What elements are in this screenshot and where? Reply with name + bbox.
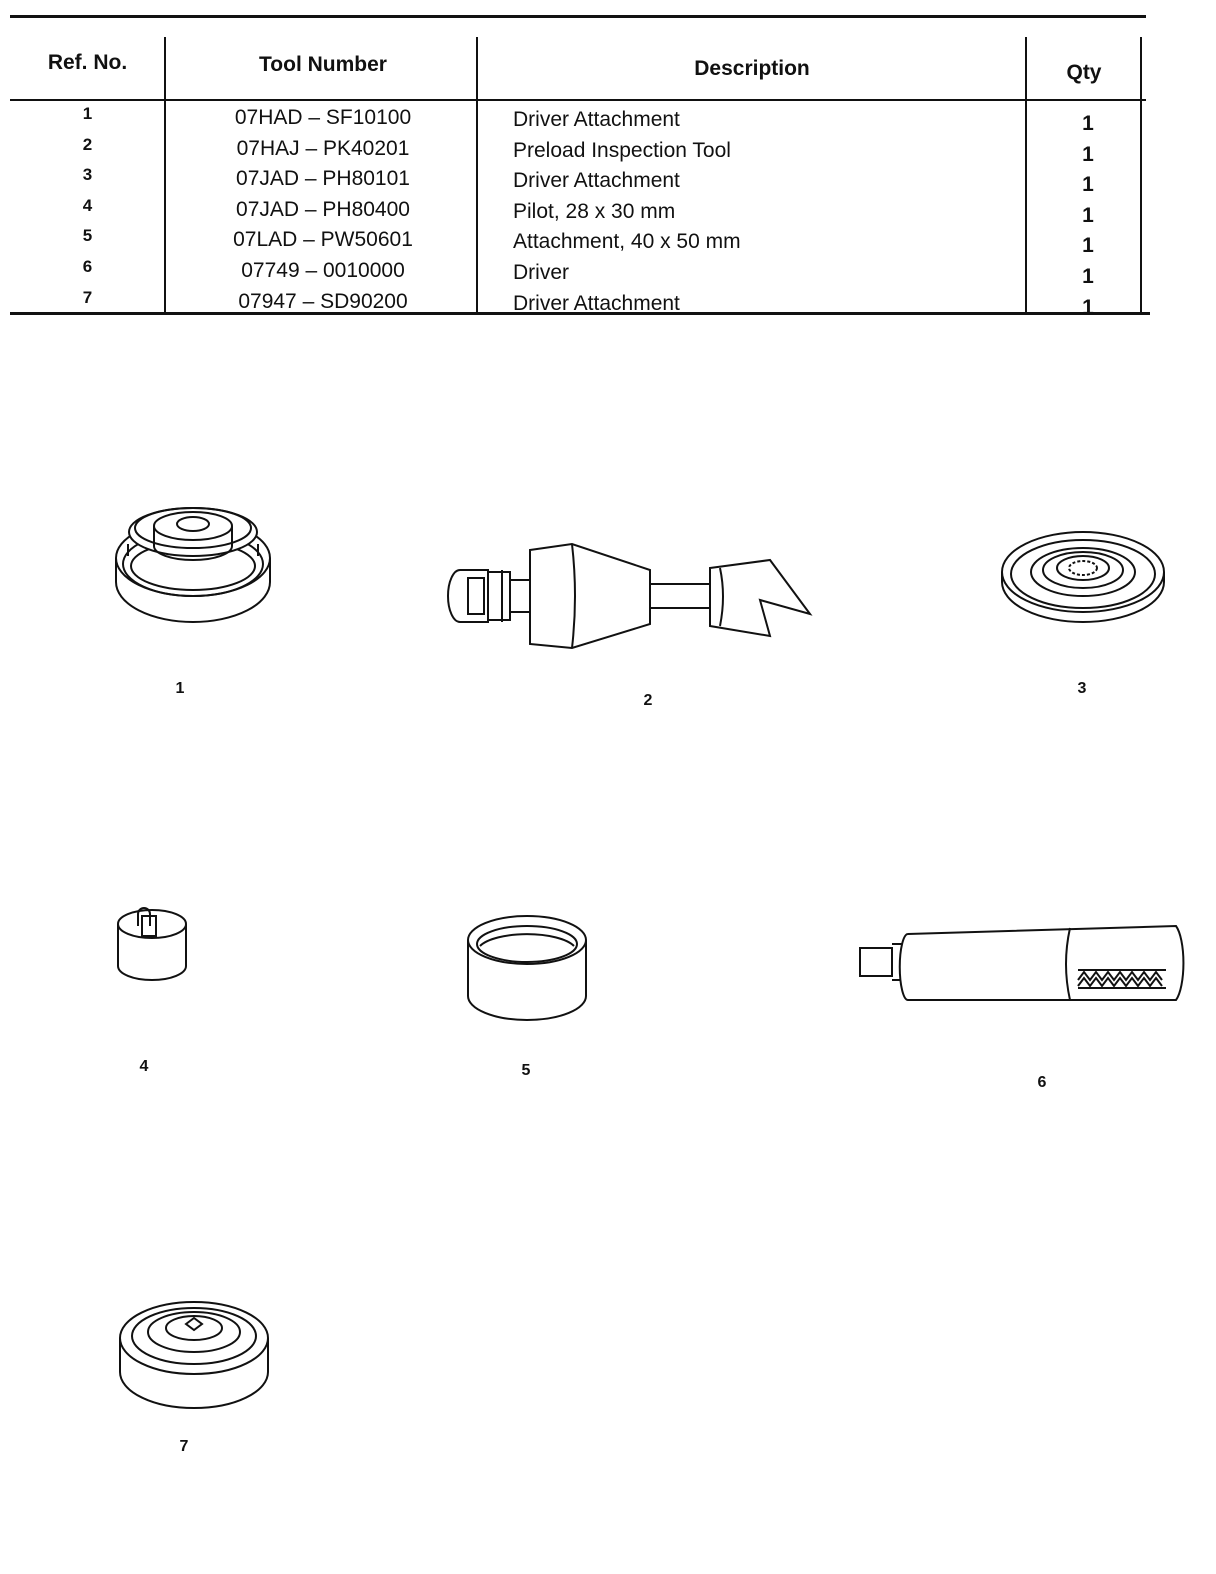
figure-6-driver-icon [856, 918, 1206, 1023]
qty-cell: 1 [1082, 112, 1094, 135]
table-bottom-rule [10, 312, 1150, 315]
description-cell: Attachment, 40 x 50 mm [513, 230, 741, 254]
figure-7-driver-attachment-icon [114, 1294, 274, 1419]
figure-label-6: 6 [1037, 1074, 1047, 1091]
figure-5-attachment-icon [462, 900, 592, 1030]
figure-2-preload-inspection-tool-icon [440, 540, 820, 660]
table-row: 1 07HAD – SF10100 Driver Attachment 1 [10, 103, 1146, 135]
table-header-rule [10, 99, 1146, 101]
header-tool-number: Tool Number [259, 53, 387, 76]
ref-cell: 6 [82, 257, 93, 276]
figure-label-7: 7 [179, 1438, 189, 1455]
figure-3-driver-attachment-icon [998, 520, 1168, 645]
table-row: 6 07749 – 0010000 Driver 1 [10, 256, 1146, 288]
table-row: 7 07947 – SD90200 Driver Attachment 1 [10, 287, 1146, 319]
qty-cell: 1 [1082, 265, 1094, 288]
ref-cell: 1 [82, 104, 93, 123]
tool-number-cell: 07JAD – PH80400 [236, 197, 410, 221]
qty-cell: 1 [1082, 234, 1094, 258]
ref-cell: 3 [82, 165, 93, 185]
figure-label-2: 2 [643, 692, 653, 709]
table-top-rule [10, 15, 1146, 18]
description-cell: Driver Attachment [513, 108, 680, 131]
column-divider [1140, 37, 1142, 313]
description-cell: Driver Attachment [513, 291, 680, 315]
description-cell: Driver Attachment [513, 169, 680, 193]
ref-cell: 2 [82, 134, 93, 154]
description-cell: Driver [513, 261, 569, 284]
qty-cell: 1 [1082, 142, 1094, 166]
column-divider [476, 37, 478, 313]
figure-label-1: 1 [175, 680, 185, 697]
tool-number-cell: 07JAD – PH80101 [236, 167, 410, 191]
description-cell: Pilot, 28 x 30 mm [513, 199, 676, 223]
tool-number-cell: 07HAJ – PK40201 [236, 136, 410, 160]
ref-cell: 4 [82, 195, 93, 215]
table-row: 3 07JAD – PH80101 Driver Attachment 1 [10, 164, 1146, 196]
ref-cell: 7 [82, 287, 93, 307]
tool-number-cell: 07LAD – PW50601 [233, 228, 413, 252]
header-qty: Qty [1066, 61, 1102, 84]
qty-cell: 1 [1082, 173, 1094, 197]
figure-label-4: 4 [139, 1058, 149, 1075]
ref-cell: 5 [82, 226, 93, 246]
table-row: 5 07LAD – PW50601 Attachment, 40 x 50 mm 1 [10, 225, 1146, 257]
column-divider [164, 37, 166, 313]
column-divider [1025, 37, 1027, 313]
figure-1-driver-attachment-icon [108, 498, 278, 643]
figure-4-pilot-icon [112, 902, 192, 997]
figure-label-5: 5 [521, 1062, 531, 1079]
tool-number-cell: 07749 – 0010000 [241, 259, 405, 282]
qty-cell: 1 [1082, 295, 1094, 319]
special-tools-table: Ref. No. Tool Number Description Qty 1 07… [10, 15, 1150, 319]
tool-number-cell: 07947 – SD90200 [238, 289, 408, 313]
description-cell: Preload Inspection Tool [513, 138, 731, 162]
table-row: 2 07HAJ – PK40201 Preload Inspection Tool 1 [10, 134, 1146, 166]
table-row: 4 07JAD – PH80400 Pilot, 28 x 30 mm 1 [10, 195, 1146, 227]
qty-cell: 1 [1082, 203, 1094, 227]
header-ref-no: Ref. No. [47, 51, 128, 74]
tool-number-cell: 07HAD – SF10100 [234, 106, 412, 129]
figure-label-3: 3 [1077, 680, 1087, 697]
header-description: Description [694, 57, 810, 80]
